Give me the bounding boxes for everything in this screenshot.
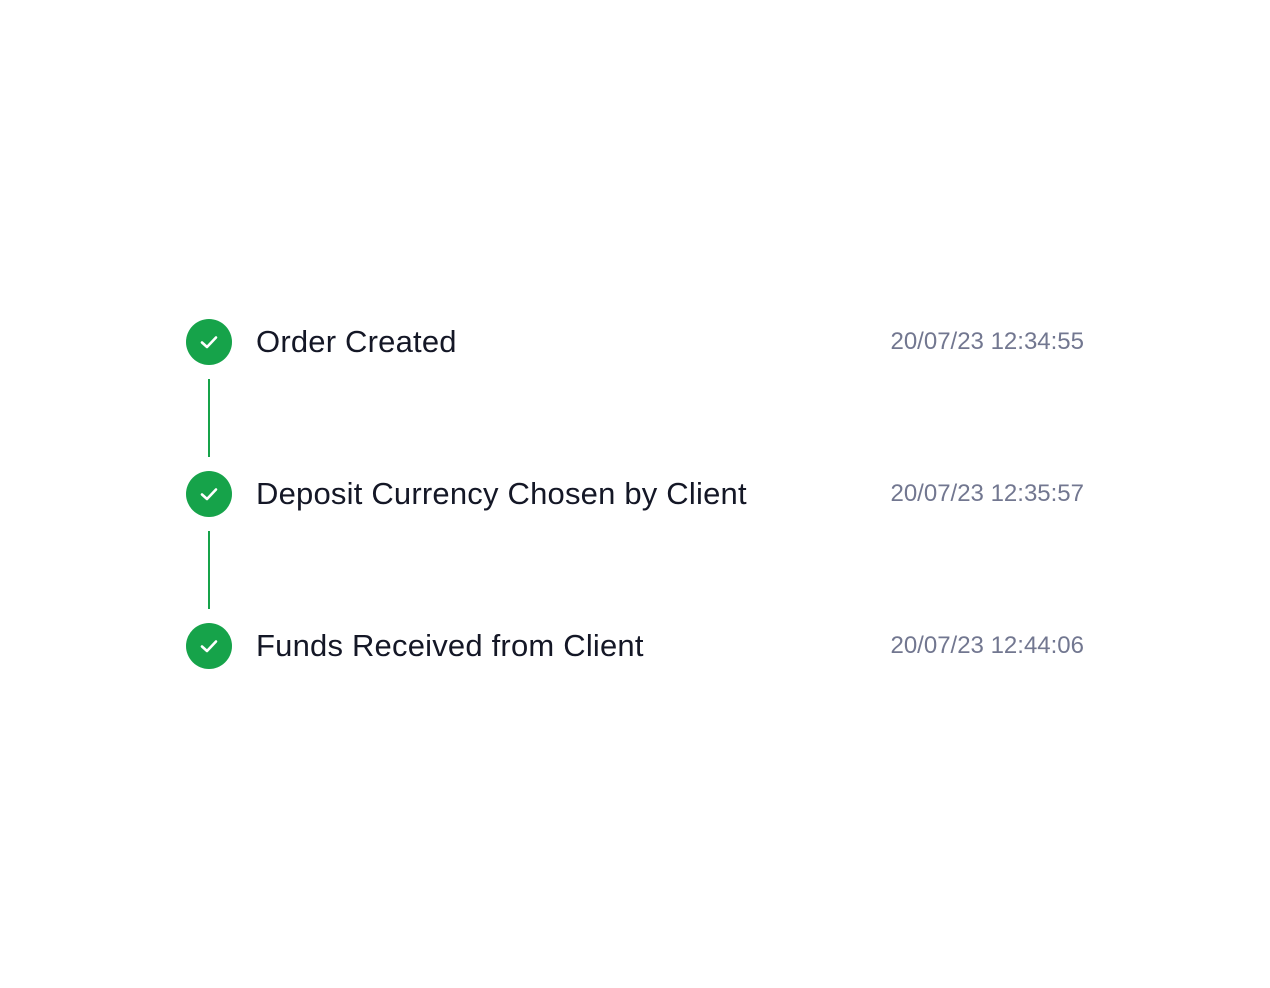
timeline-step-funds-received: Funds Received from Client 20/07/23 12:4… [186,623,1084,669]
timeline-step-order-created: Order Created 20/07/23 12:34:55 [186,319,1084,365]
check-circle-icon [186,319,232,365]
check-circle-icon [186,623,232,669]
step-timestamp: 20/07/23 12:44:06 [890,632,1084,659]
timeline-connector [208,531,210,609]
step-label: Order Created [256,324,457,359]
timeline-step-deposit-currency-chosen: Deposit Currency Chosen by Client 20/07/… [186,471,1084,517]
timeline-connector [208,379,210,457]
step-label: Deposit Currency Chosen by Client [256,476,747,511]
check-circle-icon [186,471,232,517]
step-timestamp: 20/07/23 12:34:55 [890,328,1084,355]
step-label: Funds Received from Client [256,628,644,663]
step-timestamp: 20/07/23 12:35:57 [890,480,1084,507]
